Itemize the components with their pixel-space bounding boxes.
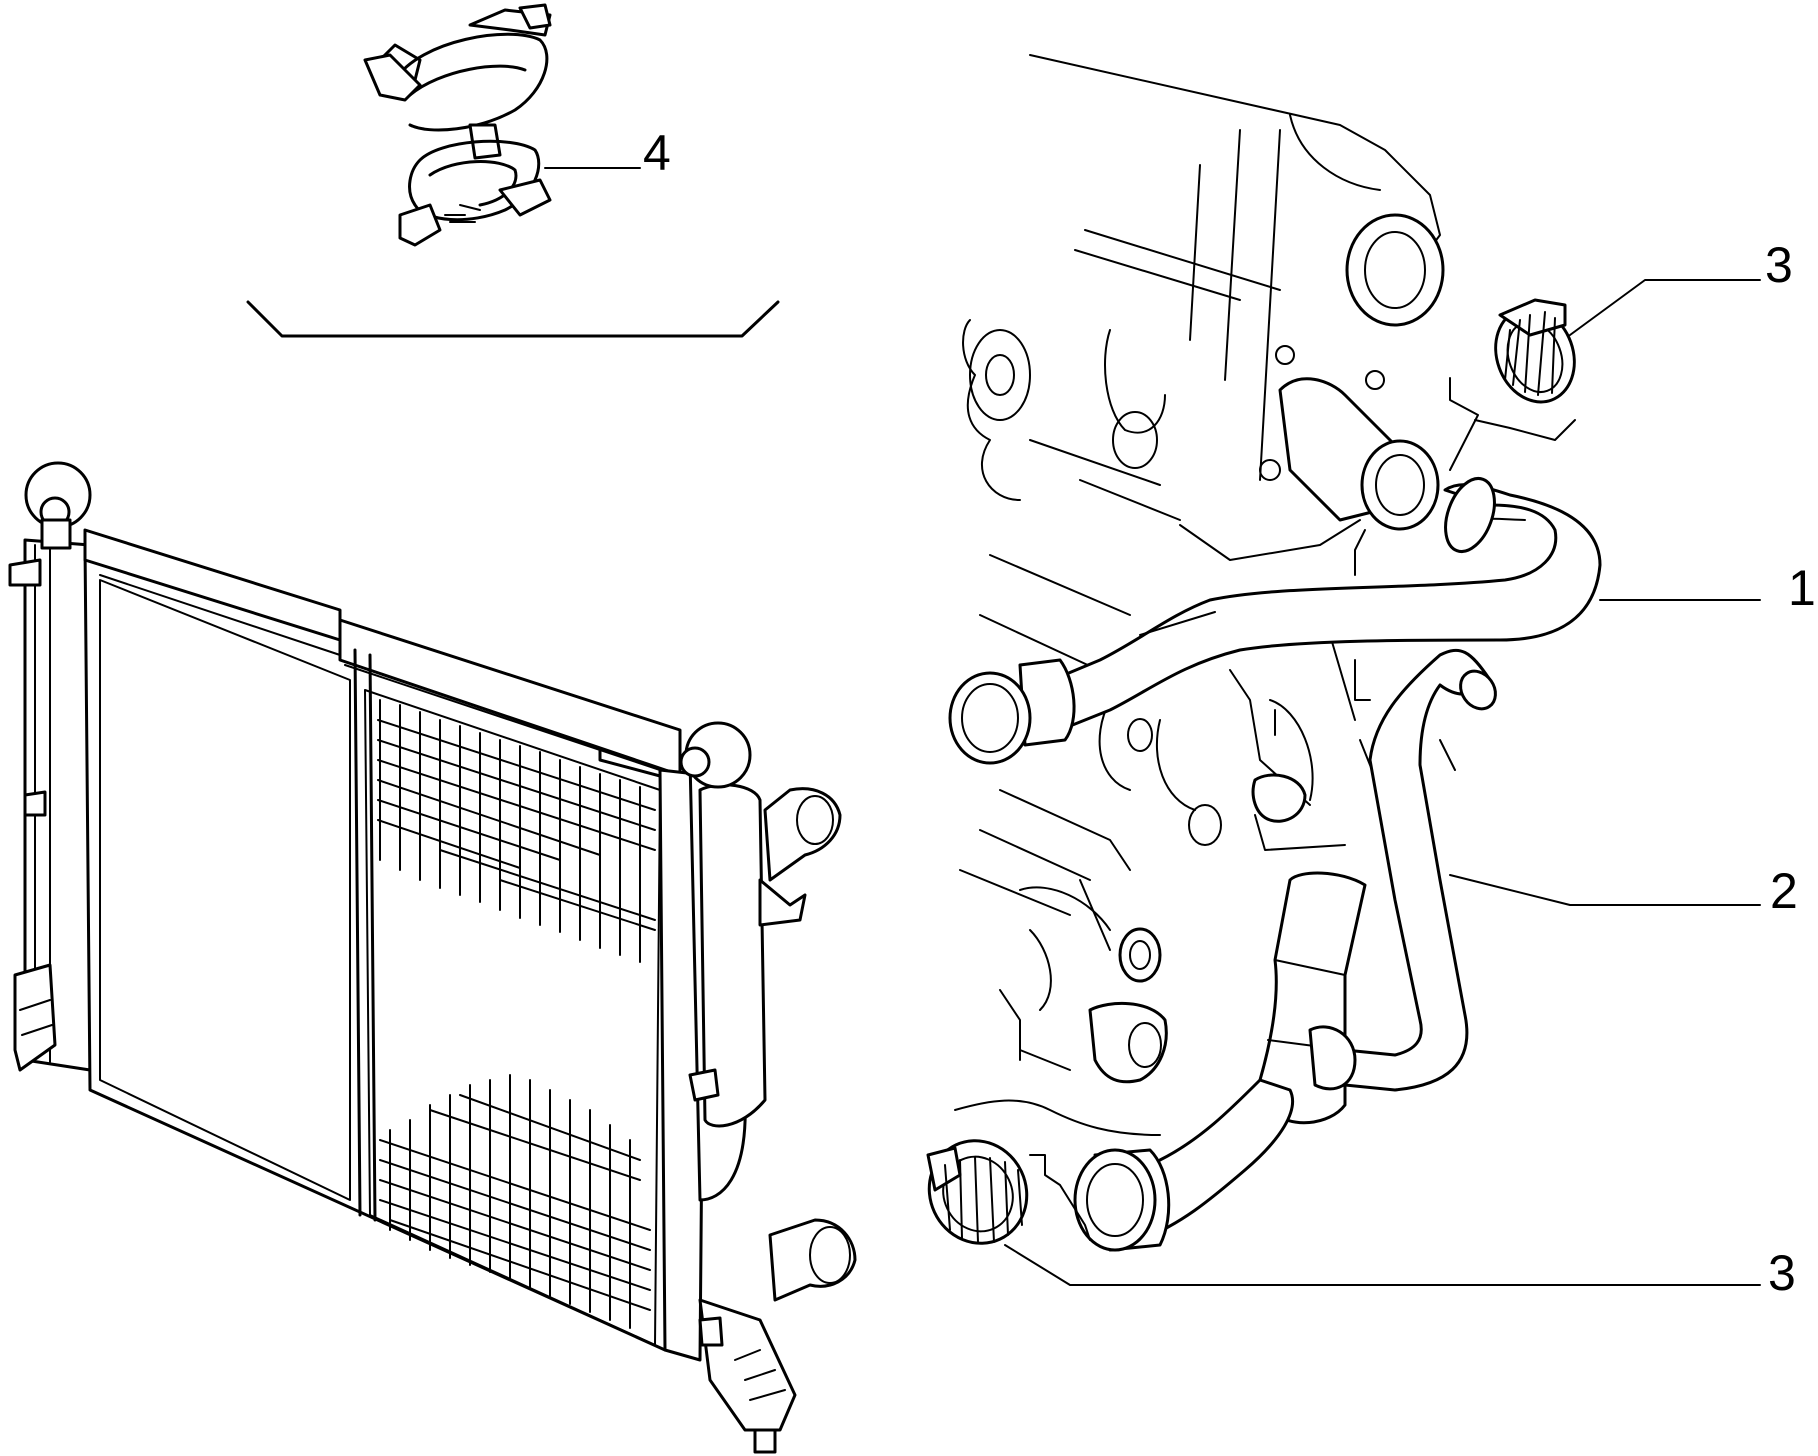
assembly-guide-lines <box>1029 377 1576 1241</box>
clamp-lower-part[interactable] <box>913 1125 1044 1260</box>
leader-line-2 <box>1449 874 1761 906</box>
callout-3-bottom[interactable]: 3 <box>1768 1245 1796 1301</box>
core-grid-upper <box>377 699 656 963</box>
bottom-bracket <box>698 1298 797 1432</box>
radiator-outlet-upper <box>763 787 842 882</box>
leader-line-3-top <box>1569 279 1761 336</box>
callout-4[interactable]: 4 <box>643 125 671 181</box>
callout-2[interactable]: 2 <box>1770 863 1798 919</box>
hose-lower-part[interactable] <box>1073 648 1503 1252</box>
clip-bracket-part[interactable] <box>363 3 552 247</box>
engine-block <box>954 54 1456 1136</box>
group-bracket <box>246 300 780 338</box>
core-grid-lower <box>379 1074 651 1329</box>
radiator-outlet-lower <box>768 1218 857 1302</box>
thermostat-housing <box>1345 213 1445 327</box>
radiator[interactable] <box>8 461 857 1454</box>
clamp-upper-part[interactable] <box>1483 297 1587 413</box>
leader-line-3-bottom <box>1004 1244 1761 1286</box>
drain-fitting <box>13 963 57 1072</box>
callout-3-top[interactable]: 3 <box>1765 237 1793 293</box>
callout-1[interactable]: 1 <box>1788 560 1816 616</box>
hose-upper-part[interactable] <box>948 472 1602 765</box>
